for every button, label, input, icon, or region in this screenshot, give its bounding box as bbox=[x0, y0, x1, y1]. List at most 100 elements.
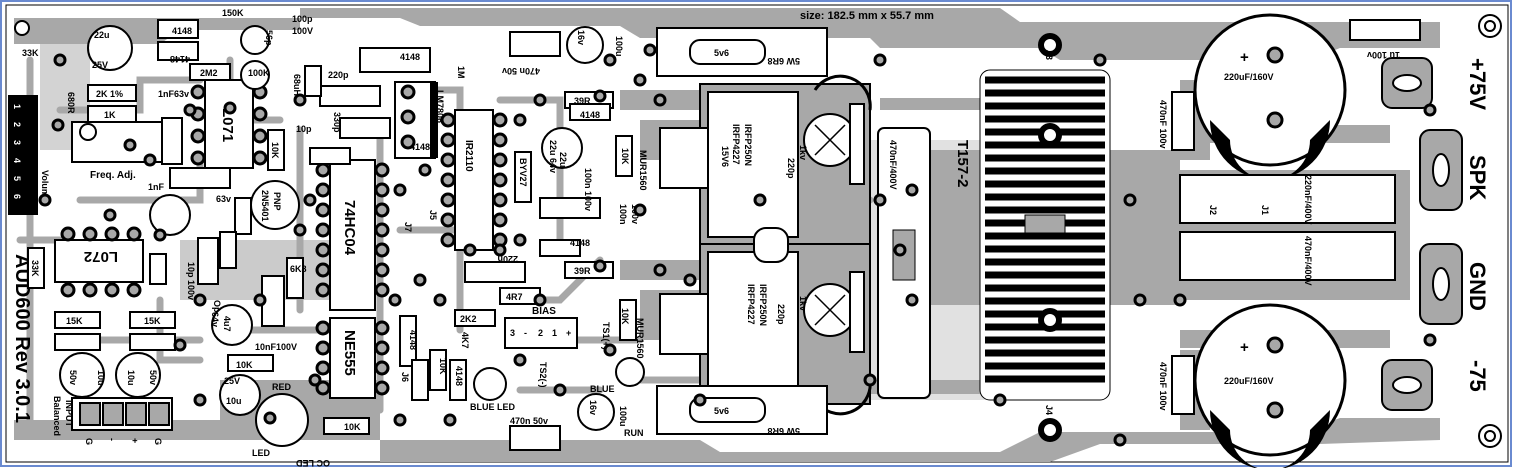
ic-pad bbox=[315, 242, 331, 258]
component-label: 64v bbox=[210, 312, 220, 327]
ic-pad bbox=[492, 172, 508, 188]
ic-pad bbox=[492, 112, 508, 128]
via-pad bbox=[513, 233, 527, 247]
component-label: BYV27 bbox=[518, 158, 528, 187]
resistor-47b bbox=[849, 271, 865, 353]
via-pad bbox=[693, 393, 707, 407]
component-label: 15K bbox=[66, 316, 83, 326]
j4-label: J4 bbox=[1044, 405, 1054, 415]
power-resistor-top bbox=[656, 27, 828, 77]
component-label: 4148 bbox=[408, 330, 418, 350]
volume-pin-label: 6 bbox=[12, 194, 22, 199]
via-pad bbox=[905, 293, 919, 307]
via-pad bbox=[443, 413, 457, 427]
ts2-label: TS2(-) bbox=[538, 362, 548, 388]
component-label: 22u bbox=[94, 30, 110, 40]
svg-text:+: + bbox=[1240, 339, 1249, 356]
via-pad bbox=[1093, 53, 1107, 67]
via-pad bbox=[123, 138, 137, 152]
bulk-cap-negative: + bbox=[1193, 303, 1347, 468]
via-pad bbox=[153, 228, 167, 242]
component-label: 10u bbox=[96, 370, 106, 386]
freq-adj-label: Freq. Adj. bbox=[90, 170, 136, 181]
component-label: 10p 100v bbox=[186, 262, 196, 300]
bulk-cap-negative-label: 220uF/160V bbox=[1224, 376, 1274, 386]
via-pad bbox=[51, 118, 65, 132]
mosfet-low-label-2: IRFP4227 bbox=[746, 284, 756, 325]
mosfet-low-label: IRFP250N bbox=[758, 284, 768, 326]
ic-pads bbox=[60, 84, 508, 396]
ic-pad bbox=[190, 84, 206, 100]
bias-pin-label: 1 bbox=[552, 328, 557, 338]
ic-u5 bbox=[329, 317, 376, 399]
via-pad bbox=[263, 411, 277, 425]
component-label: 68uH bbox=[292, 74, 302, 96]
via-pad bbox=[533, 293, 547, 307]
ic-u1 bbox=[54, 239, 144, 283]
via-pad bbox=[308, 373, 322, 387]
ic-pad bbox=[60, 282, 76, 298]
component-label: 100n 100v bbox=[583, 168, 593, 211]
output-inductor bbox=[979, 33, 1111, 442]
ic-pad bbox=[374, 262, 390, 278]
blue-led-label: BLUE LED bbox=[470, 402, 516, 412]
via-pad bbox=[873, 53, 887, 67]
component-label: 50v bbox=[68, 370, 78, 385]
input-connector[interactable] bbox=[71, 397, 173, 431]
component-label: 4148 bbox=[400, 52, 420, 62]
via-pad bbox=[603, 53, 617, 67]
volume-pin-label: 4 bbox=[12, 158, 22, 163]
via-pad bbox=[253, 293, 267, 307]
via-pad bbox=[1423, 333, 1437, 347]
ic-pad bbox=[126, 282, 142, 298]
via-pad bbox=[223, 101, 237, 115]
component-label: 470n 50v bbox=[510, 416, 548, 426]
via-pad bbox=[863, 373, 877, 387]
ic-pad bbox=[82, 282, 98, 298]
component-label: 10K bbox=[236, 360, 253, 370]
ic-pad bbox=[492, 152, 508, 168]
component-label: 4148 bbox=[570, 238, 590, 248]
component-label: 10u bbox=[126, 370, 136, 386]
mosfet-high-label-2: IRFP4227 bbox=[731, 124, 741, 165]
ic-u2-label: L071 bbox=[219, 108, 236, 142]
ic-pad bbox=[315, 380, 331, 396]
ic-pad bbox=[374, 182, 390, 198]
power-resistor-bot-label: 5W 6R8 bbox=[767, 426, 800, 436]
jumper-label: J5 bbox=[428, 210, 438, 220]
ic-pad bbox=[252, 128, 268, 144]
ic-u2 bbox=[204, 79, 254, 169]
bias-pin-label: 2 bbox=[538, 328, 543, 338]
ic-pad bbox=[440, 192, 456, 208]
volume-pin-label: 1 bbox=[12, 104, 22, 109]
terminal-neg-label: -75 bbox=[1465, 360, 1490, 392]
via-pad bbox=[513, 353, 527, 367]
volume-connector[interactable] bbox=[8, 95, 38, 215]
via-pad bbox=[993, 393, 1007, 407]
via-pad bbox=[418, 163, 432, 177]
component-label: 10nF100V bbox=[255, 342, 297, 352]
via-pad bbox=[293, 93, 307, 107]
component-label: 4148 bbox=[170, 54, 190, 64]
component-label: 10u bbox=[226, 396, 242, 406]
small-parts bbox=[27, 19, 789, 451]
via-pad bbox=[143, 153, 157, 167]
bias-trimmer[interactable] bbox=[504, 317, 578, 349]
ic-pad bbox=[374, 202, 390, 218]
ic-pad bbox=[492, 192, 508, 208]
via-pad bbox=[893, 243, 907, 257]
via-pad bbox=[1113, 433, 1127, 447]
zener-label: 15V6 bbox=[720, 146, 730, 167]
mosfet-high-label: IRFP250N bbox=[743, 124, 753, 166]
component-label: 4148 bbox=[172, 26, 192, 36]
component-label: 150K bbox=[222, 8, 244, 18]
via-pad bbox=[1133, 293, 1147, 307]
ic-pad bbox=[252, 106, 268, 122]
film-cap-1-label: 220nF/400V bbox=[1303, 175, 1313, 225]
cap-470n-bot-label: 470nF 100v bbox=[1158, 362, 1168, 411]
component-label: 4148 bbox=[410, 142, 430, 152]
ic-pad bbox=[440, 152, 456, 168]
ic-pad bbox=[82, 226, 98, 242]
ic-pad bbox=[440, 172, 456, 188]
